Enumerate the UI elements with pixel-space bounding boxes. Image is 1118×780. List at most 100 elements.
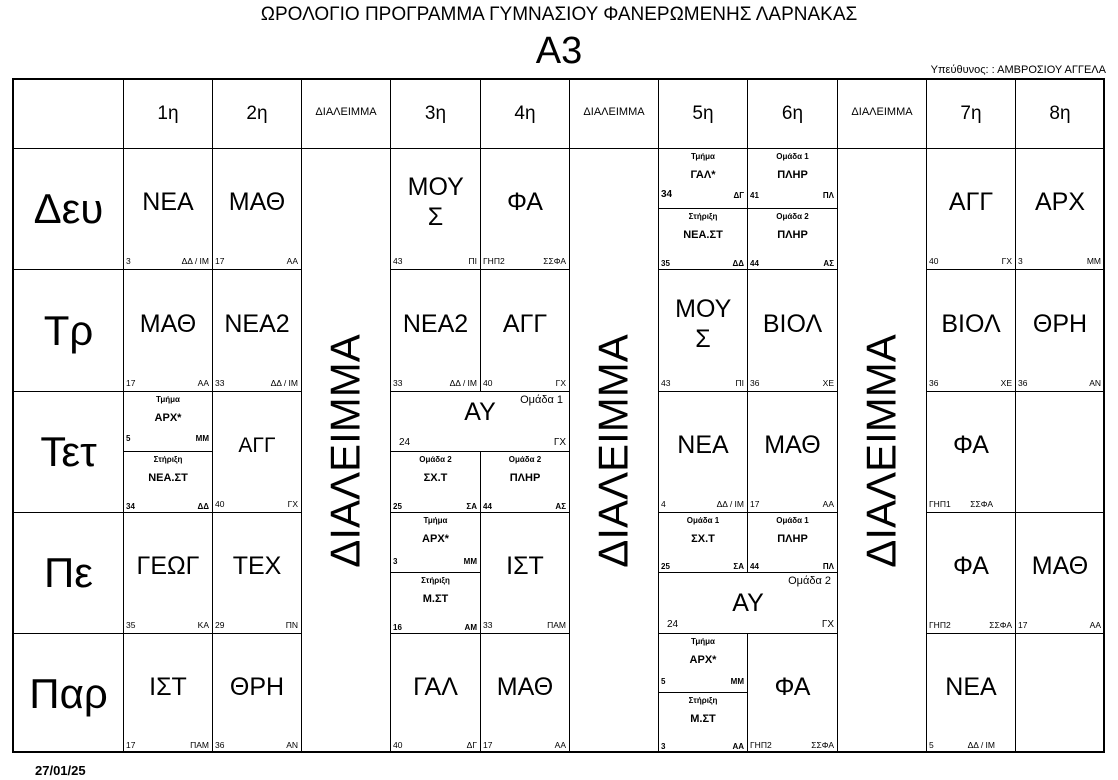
lesson-room: 24	[667, 619, 679, 630]
lesson-room: 33	[393, 378, 403, 388]
split-room: 44	[483, 502, 492, 511]
lesson-room: 35	[126, 620, 136, 630]
lesson-room: 17	[126, 740, 136, 750]
lesson-cell: ΜΑΘ 17 ΑΑ	[213, 149, 302, 270]
lesson-cell: ΝΕΑ2 33 ΔΔ / ΙΜ	[213, 270, 302, 392]
split-room: 5	[126, 434, 131, 443]
lesson-subject: ΤΕΧ	[232, 552, 282, 580]
lesson-cell: ΒΙΟΛ 36 ΧΕ	[748, 270, 838, 392]
timetable-grid: 1η 2η ΔΙΑΛΕΙΜΜΑ 3η 4η ΔΙΑΛΕΙΜΜΑ 5η 6η ΔΙ…	[12, 78, 1105, 753]
lesson-teacher: ΣΣΦΑ	[970, 499, 993, 509]
split-subject: ΝΕΑ.ΣΤ	[148, 472, 188, 484]
lesson-room: ΓΗΠ2	[483, 256, 505, 266]
split-lesson: Τμήμα ΑΡΧ* 3 ΜΜ	[391, 513, 480, 573]
break-header: ΔΙΑΛΕΙΜΜΑ	[838, 80, 927, 149]
split-lesson: Τμήμα ΑΡΧ* 5 ΜΜ	[124, 392, 212, 452]
split-label: Στήριξη	[421, 576, 450, 585]
lesson-subject: ΦΑ	[774, 672, 811, 701]
split-lesson-cell: Ομάδα 1 ΣΧ.Τ 25 ΣΑ	[659, 513, 748, 573]
split-label: Τμήμα	[691, 637, 715, 646]
split-label: Στήριξη	[153, 455, 183, 464]
lesson-subject: ΑΥ	[732, 589, 764, 617]
lesson-subject: ΝΕΑ2	[224, 309, 290, 338]
lesson-teacher: ΑΑ	[197, 378, 209, 388]
lesson-subject: ΑΡΧ	[1034, 188, 1086, 216]
split-subject: ΣΧ.Τ	[423, 472, 448, 484]
split-lesson-cell: Ομάδα 1 ΠΛΗΡ 41 ΠΛ Ομάδα 2 ΠΛΗΡ 44 ΑΣ	[748, 149, 838, 270]
lesson-subject: ΓΑΛ	[413, 672, 458, 701]
lesson-teacher: ΣΣΦΑ	[989, 620, 1012, 630]
split-teacher: ΔΔ	[732, 259, 745, 268]
lesson-subject: ΑΓΓ	[948, 188, 994, 216]
lesson-room: 33	[483, 620, 493, 630]
lesson-teacher: ΧΕ	[822, 378, 834, 388]
lesson-teacher: ΑΝ	[286, 740, 298, 750]
split-label: Ομάδα 1	[776, 516, 809, 525]
split-subject: ΠΛΗΡ	[777, 169, 808, 181]
split-room: 41	[750, 191, 759, 200]
lesson-group: Ομάδα 2	[788, 575, 831, 587]
split-subject: Μ.ΣΤ	[422, 593, 449, 605]
lesson-teacher: ΚΑ	[197, 620, 209, 630]
lesson-teacher: ΔΔ / ΙΜ	[270, 378, 298, 388]
split-teacher: ΣΑ	[733, 562, 744, 571]
day-label: Τρ	[14, 270, 124, 392]
lesson-room: 5	[929, 740, 934, 750]
lesson-room: ΓΗΠ2	[929, 620, 951, 630]
lesson-subject: ΜΑΘ	[1031, 552, 1089, 580]
break-column-label: ΔΙΑΛΕΙΜΜΑ	[322, 334, 369, 568]
lesson-subject: ΒΙΟΛ	[762, 309, 823, 338]
lesson-room: 17	[750, 499, 760, 509]
split-lesson-cell: Ομάδα 2 ΣΧ.Τ 25 ΣΑ	[391, 452, 481, 513]
split-lesson: Τμήμα ΓΑΛ* 34 ΔΓ	[659, 149, 747, 209]
break-header: ΔΙΑΛΕΙΜΜΑ	[570, 80, 659, 149]
split-teacher: ΜΜ	[463, 557, 477, 566]
lesson-subject: ΒΙΟΛ	[941, 309, 1001, 338]
lesson-room: 33	[215, 378, 225, 388]
lesson-cell: ΑΓΓ 40 ΓΧ	[481, 270, 570, 392]
lesson-group: Ομάδα 1	[520, 394, 563, 406]
lesson-subject: ΜΟΥ Σ	[675, 294, 732, 353]
lesson-teacher: ΔΔ / ΙΜ	[967, 740, 995, 750]
lesson-cell: ΝΕΑ2 33 ΔΔ / ΙΜ	[391, 270, 481, 392]
lesson-cell: ΑΓΓ 40 ΓΧ	[927, 149, 1016, 270]
lesson-cell-double: Ομάδα 2 ΑΥ 24 ΓΧ	[659, 573, 838, 634]
split-room: 16	[393, 623, 402, 632]
split-subject: Μ.ΣΤ	[690, 713, 716, 725]
empty-cell	[1016, 392, 1105, 513]
lesson-cell: ΑΡΧ 3 ΜΜ	[1016, 149, 1105, 270]
lesson-teacher: ΑΑ	[554, 740, 566, 750]
split-teacher: ΜΜ	[730, 677, 744, 686]
class-code: Α3	[535, 30, 583, 72]
split-teacher: ΣΑ	[466, 502, 477, 511]
lesson-teacher: ΓΧ	[555, 378, 566, 388]
school-title: ΩΡΟΛΟΓΙΟ ΠΡΟΓΡΑΜΜΑ ΓΥΜΝΑΣΙΟΥ ΦΑΝΕΡΩΜΕΝΗΣ…	[260, 4, 858, 25]
split-subject: ΠΛΗΡ	[777, 533, 808, 545]
period-header: 1η	[124, 80, 213, 149]
split-room: 35	[661, 259, 670, 268]
lesson-room: ΓΗΠ2	[750, 740, 772, 750]
split-subject: ΣΧ.Τ	[691, 533, 715, 545]
lesson-teacher: ΓΧ	[287, 499, 298, 509]
split-lesson: Ομάδα 2 ΠΛΗΡ 44 ΑΣ	[748, 209, 837, 269]
split-room: 5	[661, 677, 666, 686]
break-column: ΔΙΑΛΕΙΜΜΑ	[302, 149, 391, 753]
lesson-cell: ΓΑΛ 40 ΔΓ	[391, 634, 481, 753]
lesson-teacher: ΜΜ	[1086, 256, 1101, 266]
split-label: Ομάδα 2	[508, 455, 542, 464]
split-teacher: ΜΜ	[195, 434, 209, 443]
split-label: Ομάδα 1	[776, 152, 809, 161]
lesson-teacher: ΓΧ	[1001, 256, 1012, 266]
period-header: 4η	[481, 80, 570, 149]
split-lesson: Ομάδα 1 ΠΛΗΡ 41 ΠΛ	[748, 149, 837, 209]
lesson-subject: ΑΓΓ	[502, 309, 548, 338]
day-label: Δευ	[14, 149, 124, 270]
split-lesson-cell: Τμήμα ΑΡΧ* 3 ΜΜ Στήριξη Μ.ΣΤ 16 ΑΜ	[391, 513, 481, 634]
lesson-subject: ΙΣΤ	[149, 672, 187, 701]
lesson-room: 29	[215, 620, 225, 630]
lesson-room: 40	[215, 499, 225, 509]
split-room: 3	[393, 557, 398, 566]
split-label: Ομάδα 2	[419, 455, 452, 464]
split-lesson: Ομάδα 2 ΣΧ.Τ 25 ΣΑ	[391, 452, 480, 512]
lesson-room: 3	[126, 256, 131, 266]
